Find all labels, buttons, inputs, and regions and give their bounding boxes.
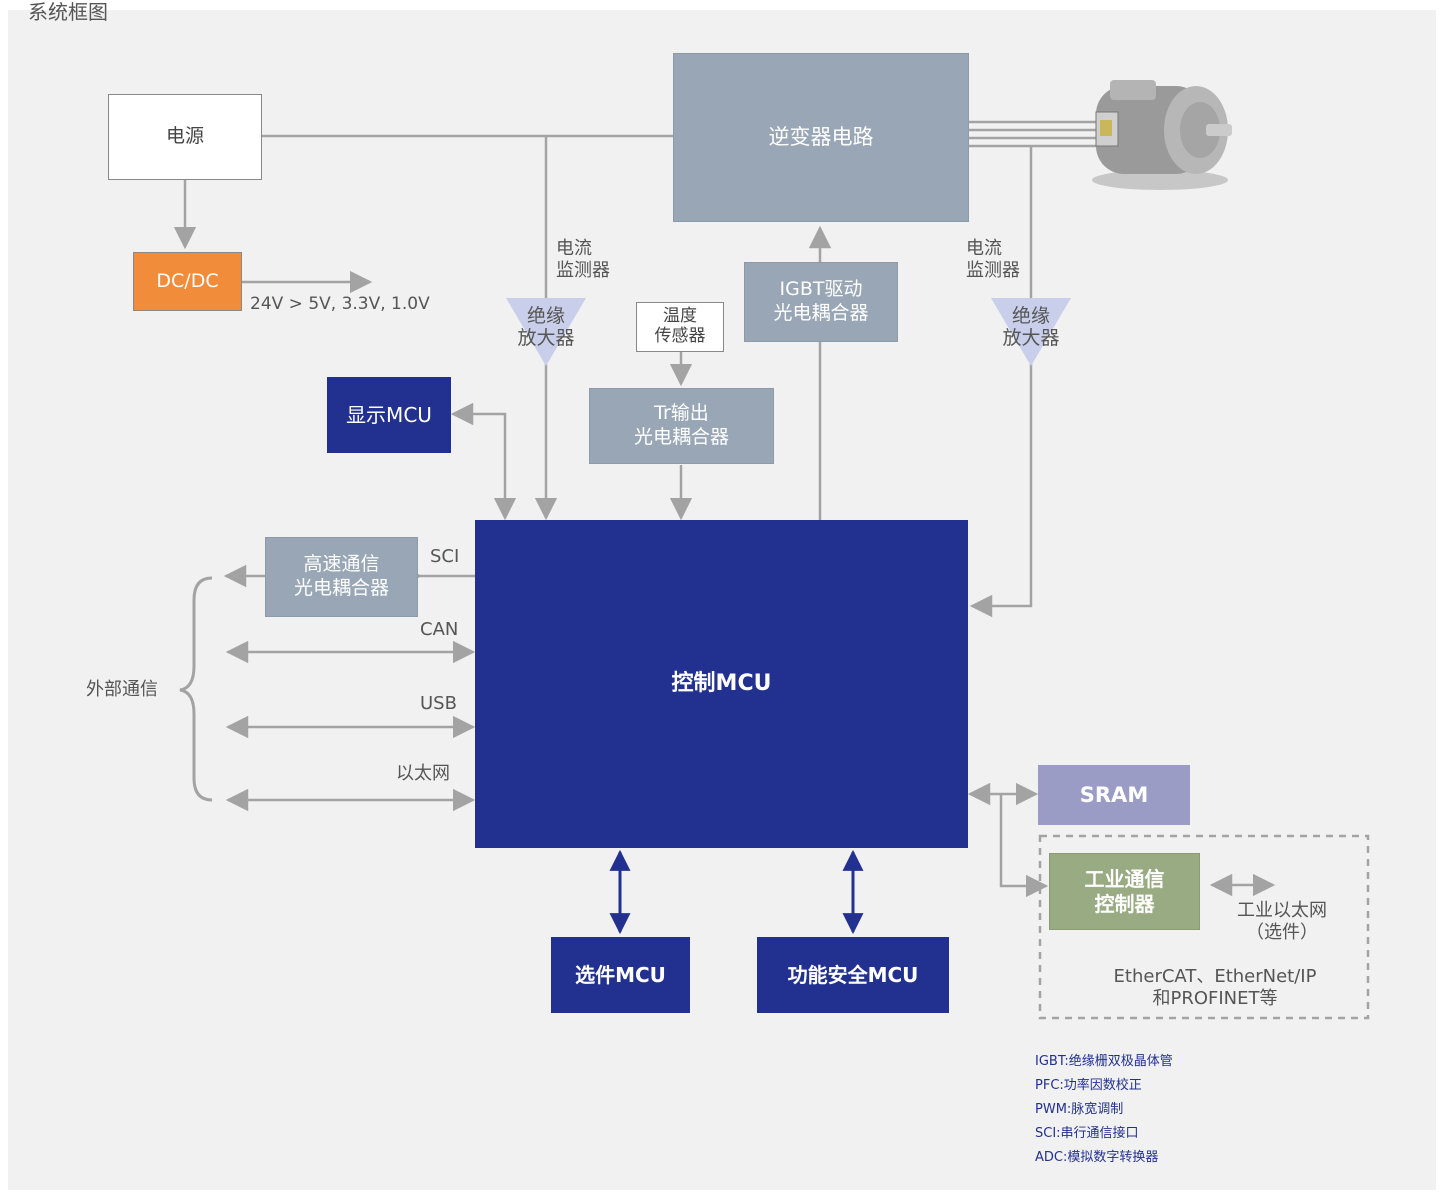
sram-block: SRAM: [1038, 765, 1190, 825]
legend-item: PFC:功率因数校正: [1035, 1074, 1173, 1098]
usb-label: USB: [420, 693, 457, 715]
inverter-block: 逆变器电路: [673, 53, 969, 222]
legend-item: IGBT:绝缘栅双极晶体管: [1035, 1050, 1173, 1074]
option-mcu-block: 选件MCU: [551, 937, 690, 1013]
current-monitor-right-label: 电流监测器: [966, 238, 1020, 281]
temp-sensor-block: 温度传感器: [636, 302, 724, 352]
abbreviation-legend: IGBT:绝缘栅双极晶体管 PFC:功率因数校正 PWM:脉宽调制 SCI:串行…: [1035, 1050, 1173, 1170]
iso-amp-left-label: 绝缘放大器: [506, 306, 586, 350]
can-label: CAN: [420, 619, 458, 641]
iso-amp-right-label: 绝缘放大器: [991, 306, 1071, 350]
safety-mcu-block: 功能安全MCU: [757, 937, 949, 1013]
legend-item: ADC:模拟数字转换器: [1035, 1146, 1173, 1170]
current-monitor-left-label: 电流监测器: [556, 238, 610, 281]
tr-output-coupler-block: Tr输出光电耦合器: [589, 388, 774, 464]
industrial-comm-controller-block: 工业通信控制器: [1049, 853, 1200, 930]
legend-item: PWM:脉宽调制: [1035, 1098, 1173, 1122]
industrial-ethernet-label: 工业以太网（选件）: [1222, 900, 1342, 943]
motor-icon: [1092, 80, 1232, 190]
sci-label: SCI: [430, 546, 459, 568]
control-mcu-block: 控制MCU: [475, 520, 968, 848]
display-mcu-block: 显示MCU: [327, 377, 451, 453]
dcdc-output-label: 24V > 5V, 3.3V, 1.0V: [250, 294, 430, 314]
igbt-driver-block: IGBT驱动光电耦合器: [744, 262, 898, 342]
highspeed-comm-coupler-block: 高速通信光电耦合器: [265, 537, 418, 617]
dcdc-block: DC/DC: [133, 252, 242, 311]
power-supply-block: 电源: [108, 94, 262, 180]
legend-item: SCI:串行通信接口: [1035, 1122, 1173, 1146]
external-comm-label: 外部通信: [86, 679, 158, 701]
ethernet-label: 以太网: [396, 763, 450, 785]
